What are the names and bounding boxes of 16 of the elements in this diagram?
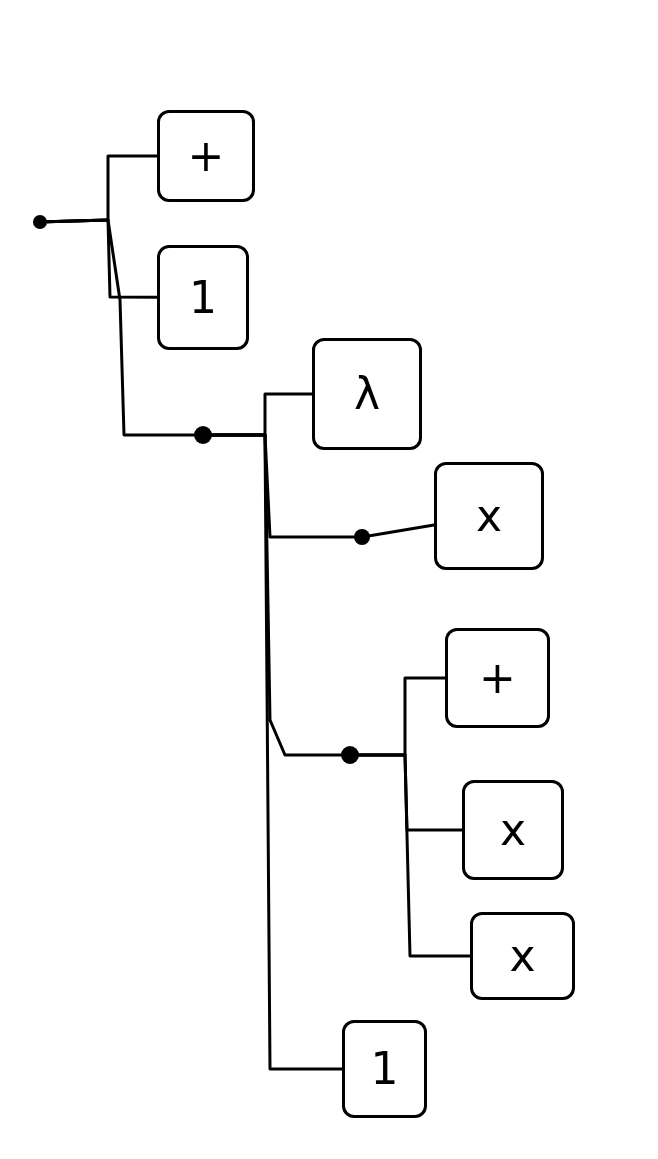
connector-line bbox=[210, 433, 344, 1071]
connector-line bbox=[45, 218, 196, 437]
term-box: x bbox=[462, 780, 564, 880]
junction-dot bbox=[341, 746, 359, 764]
junction-dot bbox=[33, 215, 47, 229]
term-box: x bbox=[470, 912, 575, 1000]
junction-dot bbox=[194, 426, 212, 444]
connector-line bbox=[368, 523, 436, 538]
term-box: 1 bbox=[342, 1020, 427, 1118]
connector-line bbox=[357, 753, 472, 958]
term-box: 1 bbox=[157, 245, 249, 350]
term-box: λ bbox=[312, 338, 422, 450]
term-box: + bbox=[445, 628, 550, 728]
junction-dot bbox=[354, 529, 370, 545]
term-box: + bbox=[157, 110, 255, 202]
term-box: x bbox=[434, 462, 544, 570]
